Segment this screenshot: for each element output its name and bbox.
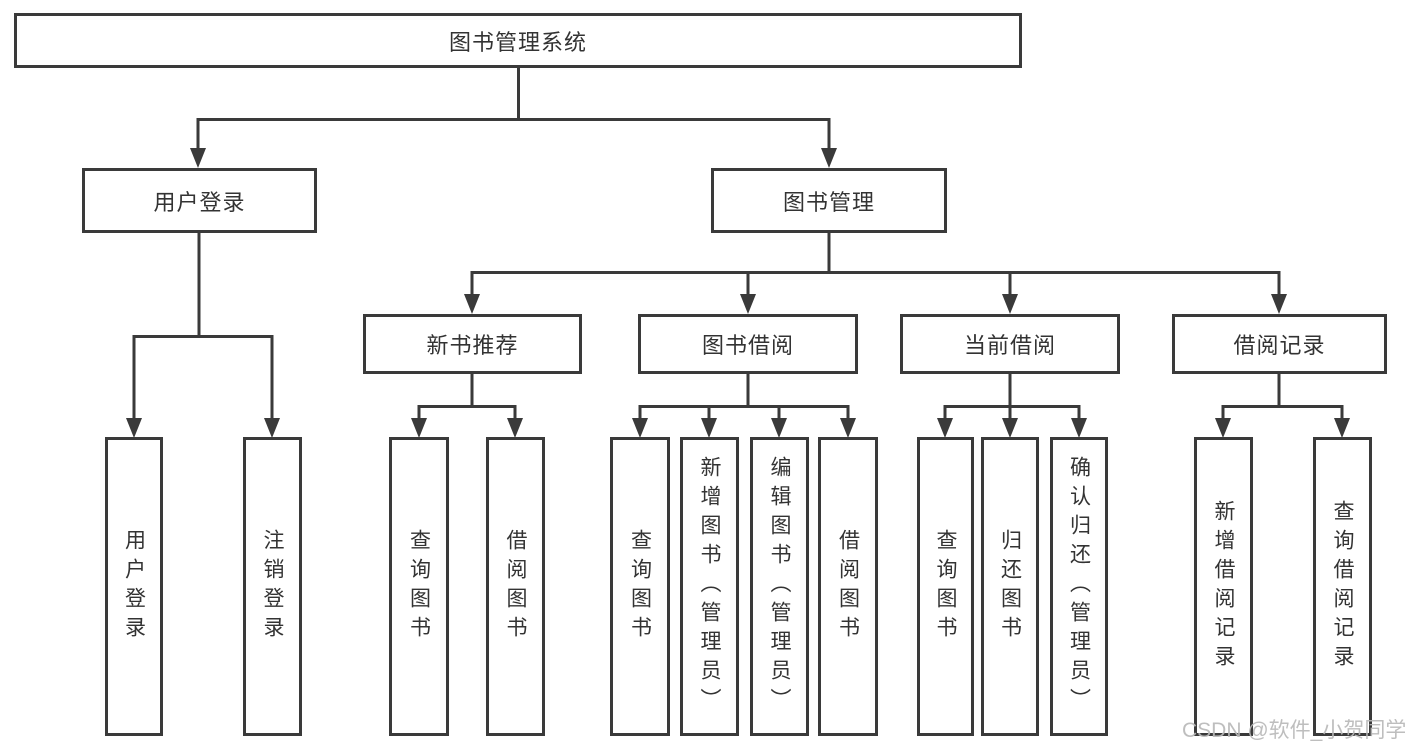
- connector-book-mgmt-to-level3: [470, 231, 1281, 296]
- leaf-add-borrow-record-label: 新增借阅记录: [1212, 499, 1235, 674]
- leaf-borrow-books-borrowing: 借阅图书: [818, 437, 878, 736]
- leaf-return-books-label: 归还图书: [998, 528, 1022, 645]
- leaf-query-borrow-record-label: 查询借阅记录: [1331, 499, 1354, 674]
- leaf-confirm-return-admin: 确认归还（管理员）: [1050, 437, 1108, 736]
- leaf-query-books-recommend: 查询图书: [389, 437, 449, 736]
- leaf-user-login-label: 用户登录: [122, 528, 146, 645]
- node-new-book-recommendation: 新书推荐: [363, 314, 582, 374]
- connector-current-borrow-to-leaves: [943, 371, 1081, 420]
- node-library-system: 图书管理系统: [14, 13, 1022, 68]
- node-new-book-recommendation-label: 新书推荐: [426, 333, 519, 358]
- leaf-query-books-borrowing: 查询图书: [610, 437, 670, 736]
- leaf-return-books: 归还图书: [981, 437, 1039, 736]
- csdn-watermark: CSDN @软件_小贺同学: [1182, 719, 1405, 742]
- node-user-login-label: 用户登录: [153, 189, 246, 215]
- leaf-borrow-books-borrowing-label: 借阅图书: [836, 528, 860, 645]
- node-user-login: 用户登录: [82, 168, 317, 233]
- connector-book-borrow-to-leaves: [638, 371, 850, 420]
- connector-root-to-level2: [196, 66, 831, 150]
- connector-user-login-to-leaves: [132, 231, 274, 420]
- leaf-user-login: 用户登录: [105, 437, 163, 736]
- node-borrowing-records-label: 借阅记录: [1233, 333, 1326, 358]
- leaf-add-books-admin-label: 新增图书（管理员）: [698, 456, 721, 717]
- node-book-borrowing-label: 图书借阅: [701, 333, 794, 358]
- leaf-edit-books-admin-label: 编辑图书（管理员）: [768, 456, 791, 717]
- leaf-query-books-current-label: 查询图书: [934, 528, 957, 645]
- node-book-borrowing: 图书借阅: [638, 314, 858, 374]
- leaf-query-borrow-record: 查询借阅记录: [1313, 437, 1372, 736]
- leaf-edit-books-admin: 编辑图书（管理员）: [750, 437, 809, 736]
- leaf-add-books-admin: 新增图书（管理员）: [680, 437, 739, 736]
- node-library-system-label: 图书管理系统: [448, 29, 587, 55]
- node-book-management-label: 图书管理: [782, 189, 875, 215]
- connector-new-book-to-leaves: [417, 371, 517, 420]
- connector-borrow-record-to-leaves: [1221, 371, 1344, 420]
- leaf-query-books-recommend-label: 查询图书: [407, 528, 431, 645]
- leaf-logout: 注销登录: [243, 437, 302, 736]
- node-current-borrowing-label: 当前借阅: [963, 333, 1056, 358]
- arrowheads: [126, 148, 1350, 438]
- node-borrowing-records: 借阅记录: [1172, 314, 1387, 374]
- node-current-borrowing: 当前借阅: [900, 314, 1120, 374]
- leaf-query-books-current: 查询图书: [917, 437, 974, 736]
- leaf-add-borrow-record: 新增借阅记录: [1194, 437, 1253, 736]
- node-book-management: 图书管理: [711, 168, 947, 233]
- leaf-logout-label: 注销登录: [261, 528, 284, 645]
- leaf-borrow-books-recommend: 借阅图书: [486, 437, 545, 736]
- leaf-borrow-books-recommend-label: 借阅图书: [504, 528, 527, 645]
- leaf-confirm-return-admin-label: 确认归还（管理员）: [1067, 456, 1091, 717]
- leaf-query-books-borrowing-label: 查询图书: [628, 528, 652, 645]
